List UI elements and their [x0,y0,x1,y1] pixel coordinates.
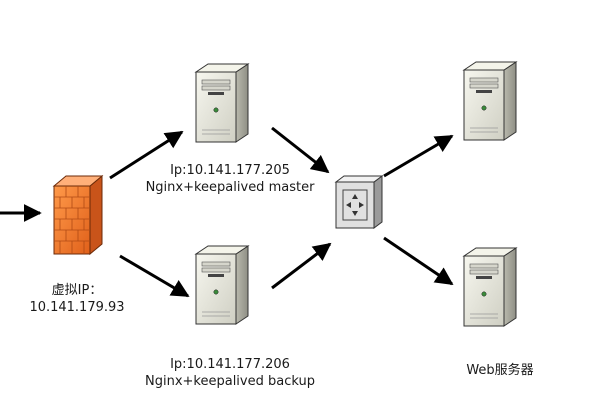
arrow-icon [383,134,454,178]
backup-label: Ip:10.141.177.206 Nginx+keepalived backu… [140,356,320,390]
arrow-icon [271,242,332,290]
backup-role: Nginx+keepalived backup [145,374,315,389]
firewall-icon [52,174,104,256]
backup-ip: Ip:10.141.177.206 [170,357,290,372]
server-icon [195,245,249,325]
vip-label: 虚拟IP： 10.141.179.93 [22,282,132,316]
master-ip: Ip:10.141.177.205 [170,163,290,178]
web-server-label: Web服务器 [466,363,534,378]
master-role: Nginx+keepalived master [145,180,315,195]
vip-title: 虚拟IP： [51,283,103,298]
arrow-icon [271,126,330,174]
server-icon [195,63,249,143]
master-label: Ip:10.141.177.205 Nginx+keepalived maste… [140,162,320,196]
server-icon [463,247,517,327]
server-icon [463,61,517,141]
arrow-icon [119,254,190,298]
arrow-icon [109,130,184,180]
vip-address: 10.141.179.93 [29,300,125,315]
switch-icon [334,175,384,229]
arrow-icon [383,236,454,286]
